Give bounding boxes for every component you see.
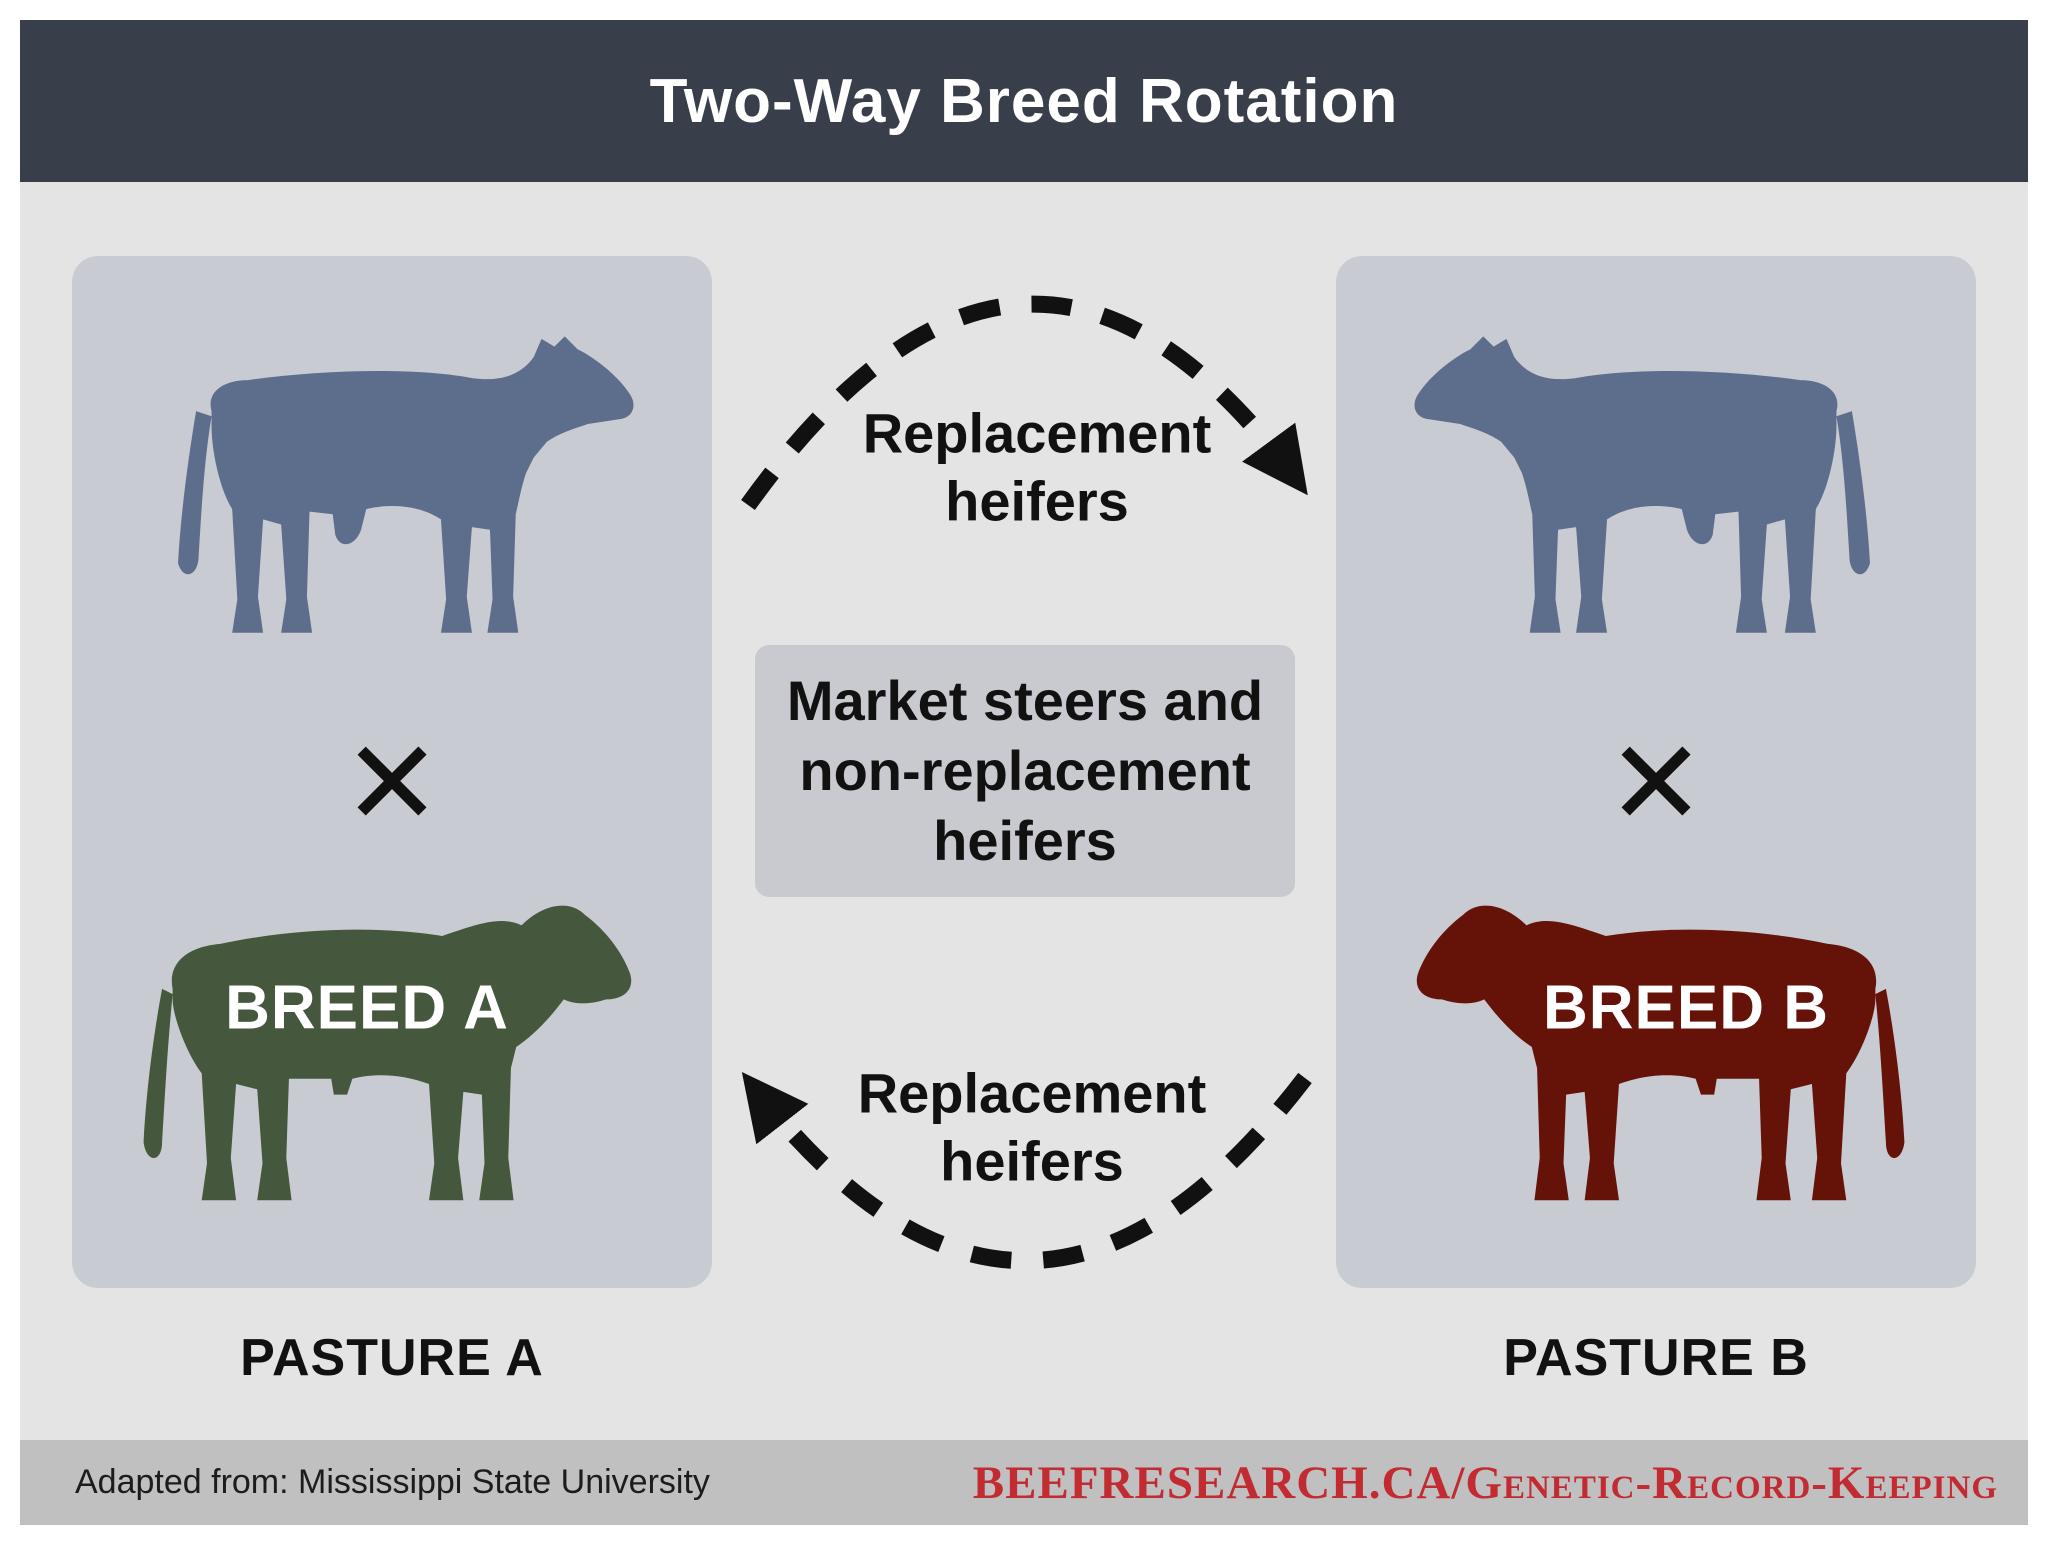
- title-bar: Two-Way Breed Rotation: [20, 20, 2028, 182]
- footer-bar: Adapted from: Mississippi State Universi…: [20, 1440, 2028, 1525]
- pasture-a-label: PASTURE A: [240, 1329, 544, 1387]
- pasture-panel-b: ✕ BREED B: [1336, 256, 1976, 1288]
- top-flow-label: Replacement heifers: [862, 401, 1212, 533]
- pasture-b-label: PASTURE B: [1503, 1329, 1809, 1387]
- cow-silhouette-path: [178, 336, 634, 633]
- bull-icon: [143, 905, 632, 1201]
- breed-b-label: BREED B: [1542, 973, 1830, 1043]
- page-title: Two-Way Breed Rotation: [649, 66, 1399, 136]
- pasture-panel-a: ✕ BREED A: [72, 256, 712, 1288]
- website-url: BEEFRESEARCH.CA/Genetic-Record-Keeping: [972, 1456, 1998, 1509]
- credit-text: Adapted from: Mississippi State Universi…: [75, 1463, 710, 1501]
- breed-a-label: BREED A: [225, 973, 509, 1043]
- bull-silhouette-path: [1416, 905, 1905, 1201]
- cross-symbol: ✕: [1606, 714, 1706, 852]
- bull-silhouette-path: [143, 905, 632, 1201]
- market-steers-box: Market steers and non-replacement heifer…: [755, 645, 1295, 897]
- cow-silhouette-path: [1414, 336, 1870, 633]
- bull-icon: [1416, 905, 1905, 1201]
- bottom-flow-label: Replacement heifers: [857, 1061, 1207, 1193]
- market-steers-label: Market steers and non-replacement heifer…: [786, 669, 1264, 872]
- cow-icon: [178, 336, 634, 633]
- cow-icon: [1414, 336, 1870, 633]
- cross-symbol: ✕: [342, 714, 442, 852]
